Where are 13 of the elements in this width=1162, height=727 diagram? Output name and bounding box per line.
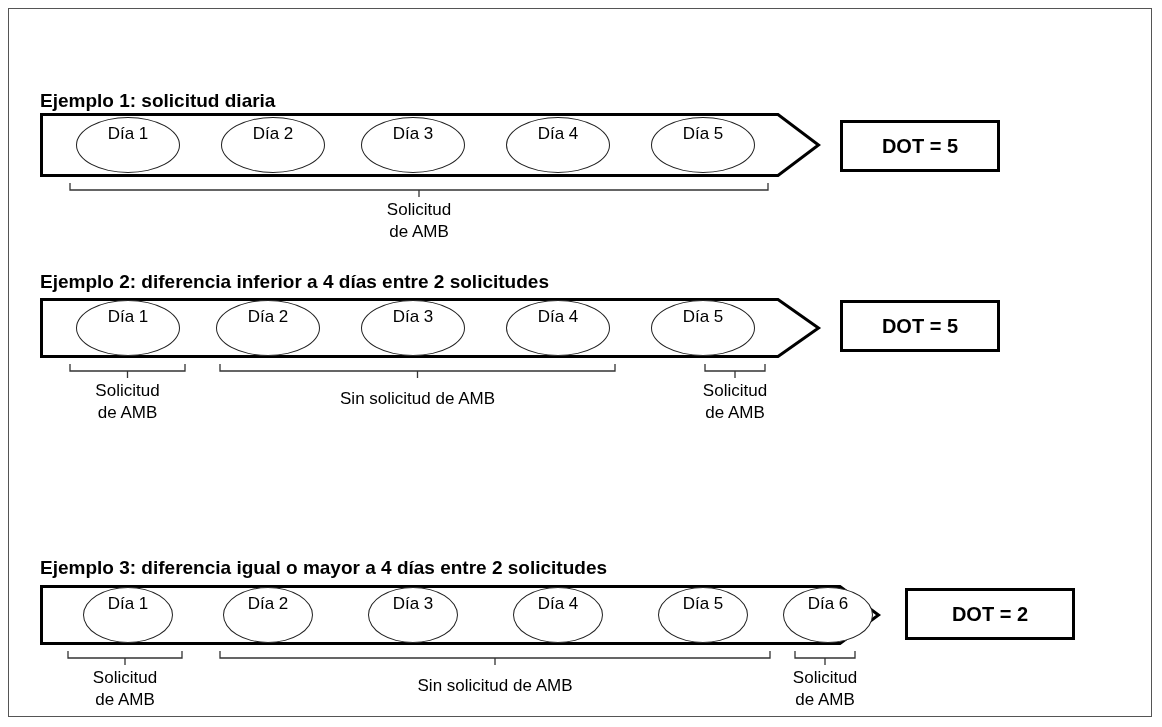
span-label: Sin solicitud de AMB <box>339 388 496 410</box>
result-box: DOT = 5 <box>840 120 1000 172</box>
result-box: DOT = 2 <box>905 588 1075 640</box>
span-label: Solicitud de AMB <box>94 380 161 424</box>
example-heading: Ejemplo 3: diferencia igual o mayor a 4 días entre 2 solicitudes <box>40 557 608 579</box>
span-label: Solicitud de AMB <box>701 380 769 424</box>
example-heading: Ejemplo 2: diferencia inferior a 4 días entre 2 solicitudes <box>40 271 549 293</box>
result-box: DOT = 5 <box>840 300 1000 352</box>
span-label: Solicitud de AMB <box>91 667 159 711</box>
example-heading: Ejemplo 1: solicitud diaria <box>40 90 276 112</box>
span-label: Solicitud de AMB <box>385 199 453 243</box>
span-label: Sin solicitud de AMB <box>416 675 574 697</box>
span-label: Solicitud de AMB <box>791 667 859 711</box>
